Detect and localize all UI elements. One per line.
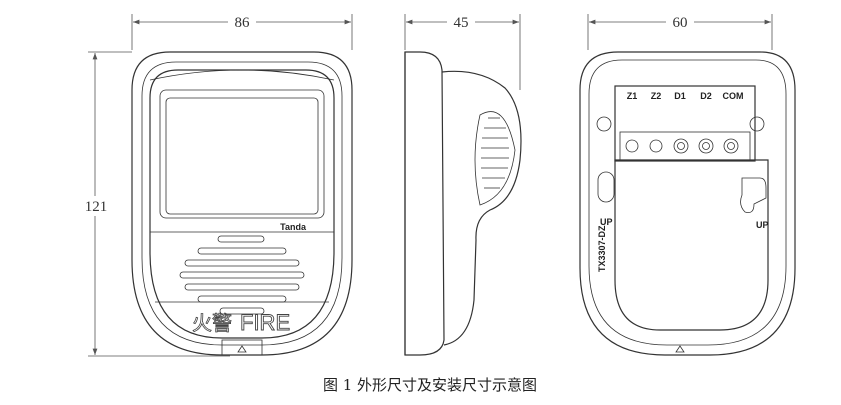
svg-text:121: 121 — [85, 199, 108, 215]
up-label-left: UP — [600, 217, 613, 227]
svg-text:COM: COM — [723, 91, 744, 101]
svg-text:Z2: Z2 — [651, 91, 662, 101]
model-number: TX3307-DZ — [597, 225, 607, 272]
speaker-grille — [179, 235, 305, 315]
side-vent-slots — [481, 117, 509, 189]
svg-text:45: 45 — [454, 15, 469, 31]
mounting-hole-left — [597, 171, 615, 203]
dimension-width-front: 86 — [131, 12, 353, 50]
fire-label-en: FIRE — [240, 310, 290, 335]
svg-text:60: 60 — [673, 15, 688, 31]
svg-text:D1: D1 — [674, 91, 686, 101]
triangle-mark-icon — [237, 345, 247, 353]
dimension-depth-side: 45 — [404, 12, 521, 90]
svg-text:D2: D2 — [700, 91, 712, 101]
back-view: Z1 Z2 D1 D2 COM UP UP TX3307-DZ — [579, 51, 796, 356]
terminal-block: Z1 Z2 D1 D2 COM — [596, 91, 765, 161]
brand-logo: Tanda — [280, 222, 307, 232]
screw-icon — [649, 139, 663, 153]
svg-text:86: 86 — [235, 15, 251, 31]
svg-text:Z1: Z1 — [627, 91, 638, 101]
up-label-right: UP — [756, 220, 769, 230]
dimension-height: 121 — [80, 51, 230, 357]
dimension-width-back: 60 — [587, 12, 773, 50]
mounting-hole-right — [740, 177, 767, 214]
triangle-mark-icon — [675, 345, 685, 353]
figure-caption: 图 1 外形尺寸及安装尺寸示意图 — [323, 376, 537, 394]
screw-icon — [625, 139, 639, 153]
side-view — [404, 51, 522, 356]
front-view: Tanda 火警 FIRE — [131, 51, 353, 356]
fire-label-cn: 火警 — [192, 311, 232, 335]
